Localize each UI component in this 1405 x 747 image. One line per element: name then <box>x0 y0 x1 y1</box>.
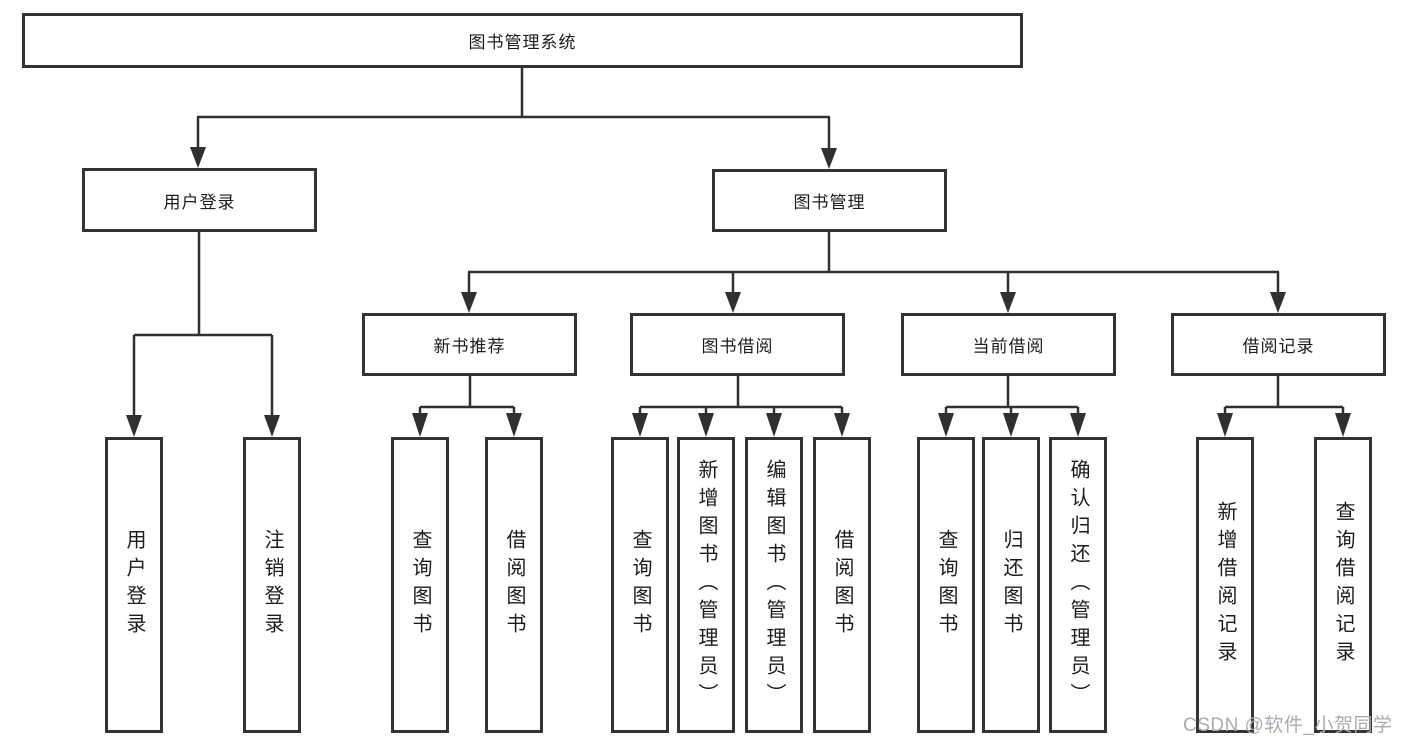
node-label: 注销登录 <box>261 529 283 641</box>
node-label: 确认归还（管理员） <box>1067 459 1089 711</box>
node-label: 新增图书（管理员） <box>695 459 717 711</box>
node-current-borrow: 当前借阅 <box>901 313 1116 376</box>
node-label: 借阅图书 <box>503 529 525 641</box>
leaf-user-login: 用户登录 <box>105 437 163 733</box>
node-label: 图书管理系统 <box>468 33 577 52</box>
node-label: 新书推荐 <box>433 337 506 356</box>
node-label: 借阅图书 <box>831 529 853 641</box>
node-label: 新增借阅记录 <box>1214 501 1236 669</box>
node-label: 图书借阅 <box>701 337 774 356</box>
leaf-confirm-return-admin: 确认归还（管理员） <box>1049 437 1107 733</box>
node-label: 编辑图书（管理员） <box>763 459 785 711</box>
node-label: 图书管理 <box>793 193 866 212</box>
node-book-management: 图书管理 <box>712 169 947 232</box>
leaf-query-books-recommend: 查询图书 <box>391 437 449 733</box>
leaf-query-borrow-record: 查询借阅记录 <box>1314 437 1372 733</box>
node-label: 用户登录 <box>163 192 236 212</box>
node-label: 用户登录 <box>123 529 145 641</box>
leaf-add-books-admin: 新增图书（管理员） <box>677 437 735 733</box>
leaf-add-borrow-record: 新增借阅记录 <box>1196 437 1254 733</box>
node-new-book-recommend: 新书推荐 <box>362 313 577 376</box>
node-system-root: 图书管理系统 <box>22 13 1023 68</box>
leaf-borrow-books: 借阅图书 <box>813 437 871 733</box>
leaf-return-books: 归还图书 <box>982 437 1040 733</box>
leaf-query-books-current: 查询图书 <box>917 437 975 733</box>
node-user-login: 用户登录 <box>82 168 317 232</box>
node-book-borrow: 图书借阅 <box>630 313 845 376</box>
node-label: 查询图书 <box>629 529 651 641</box>
leaf-query-books-borrow: 查询图书 <box>611 437 669 733</box>
csdn-watermark: CSDN @软件_小贺同学 <box>1183 715 1393 736</box>
node-label: 查询图书 <box>935 529 957 641</box>
node-label: 查询图书 <box>409 529 431 641</box>
node-label: 借阅记录 <box>1242 337 1315 356</box>
leaf-borrow-books-recommend: 借阅图书 <box>485 437 543 733</box>
node-label: 查询借阅记录 <box>1332 501 1354 669</box>
node-label: 当前借阅 <box>972 337 1045 356</box>
node-label: 归还图书 <box>1000 529 1022 641</box>
leaf-edit-books-admin: 编辑图书（管理员） <box>745 437 803 733</box>
leaf-logout: 注销登录 <box>243 437 301 733</box>
node-borrow-records: 借阅记录 <box>1171 313 1386 376</box>
